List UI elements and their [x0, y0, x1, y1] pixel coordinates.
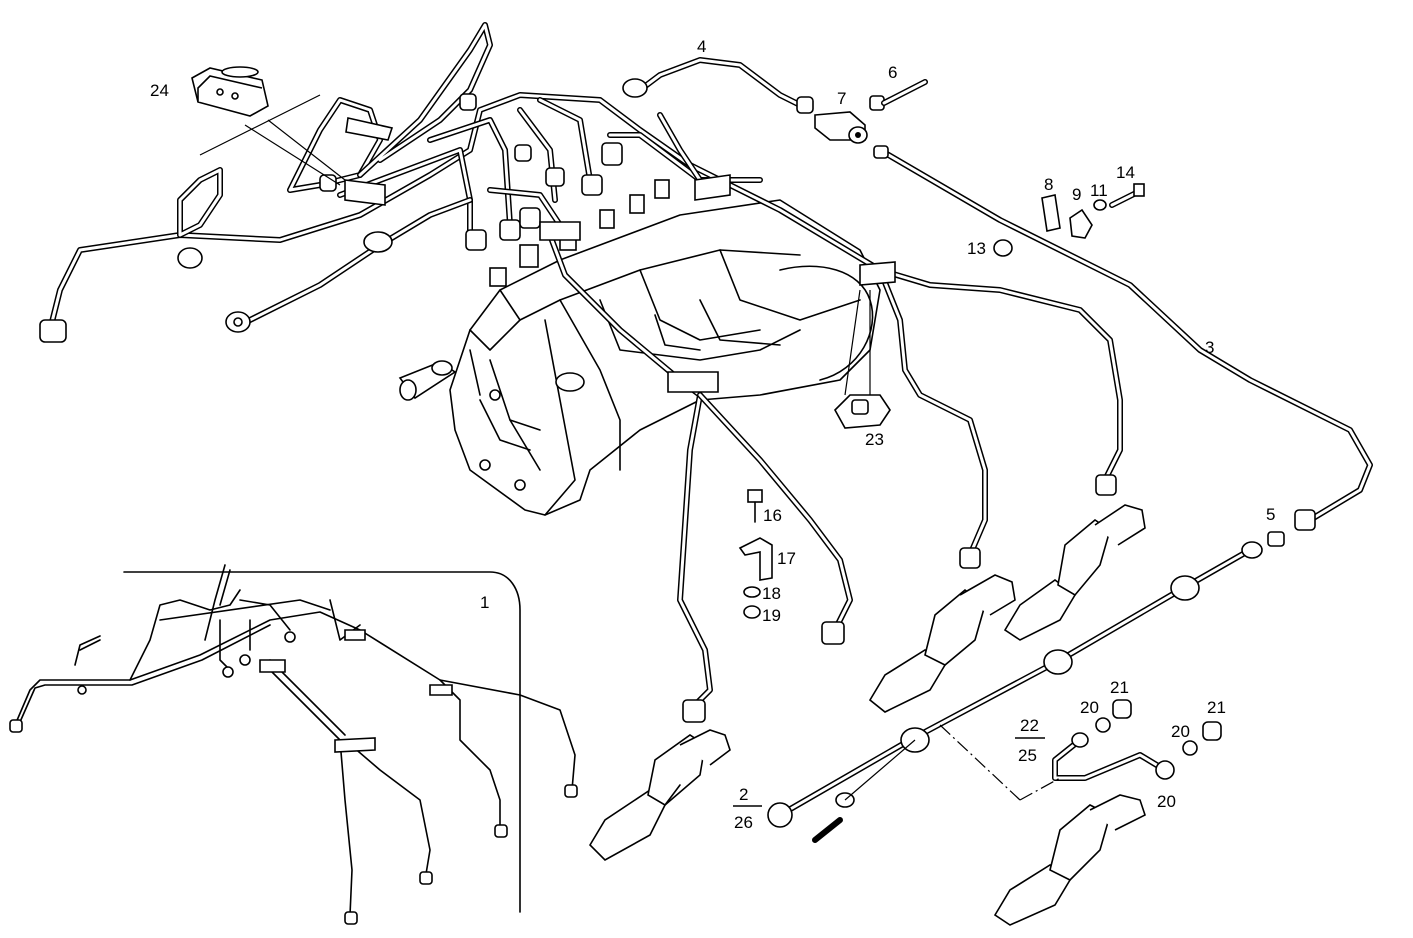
callout-21-b: 21 [1207, 698, 1226, 717]
injector-2 [868, 574, 1016, 713]
part-23-clamp [834, 289, 891, 429]
part-14-screw [1109, 183, 1145, 208]
callout-24: 24 [150, 81, 169, 100]
callout-17: 17 [777, 549, 796, 568]
callout-25-bottom: 25 [1018, 746, 1037, 765]
callout-21-a: 21 [1110, 678, 1129, 697]
callout-7: 7 [837, 89, 846, 108]
callout-6: 6 [888, 63, 897, 82]
injector-1 [588, 729, 731, 861]
callout-9: 9 [1072, 185, 1081, 204]
injector-4 [993, 794, 1146, 926]
part-11-washer [1093, 199, 1107, 211]
callout-19: 19 [762, 606, 781, 625]
callout-22-top: 22 [1020, 716, 1039, 735]
injector-3 [1003, 504, 1146, 641]
parts-20-21-seals [1095, 699, 1222, 756]
part-22-small-pipe [939, 724, 1175, 801]
part-18-washer [743, 586, 761, 598]
callout-3: 3 [1205, 338, 1214, 357]
part-7-banjo-fitting [814, 111, 868, 144]
callout-26-bottom: 26 [734, 813, 753, 832]
part-19-nut [743, 605, 761, 619]
callout-8: 8 [1044, 175, 1053, 194]
part-5-union [1267, 531, 1285, 547]
pipe-clamps [344, 117, 896, 393]
callout-4: 4 [697, 37, 706, 56]
callout-5: 5 [1266, 505, 1275, 524]
inset-pipe-set [9, 564, 578, 925]
callout-13: 13 [967, 239, 986, 258]
part-24-clamp-block [191, 66, 346, 186]
part-9-bracket [1069, 208, 1093, 239]
part-6-banjo-bolt [869, 79, 928, 111]
callout-20-a: 20 [1080, 698, 1099, 717]
callout-11: 11 [1090, 181, 1108, 200]
part-2-leakoff-line [767, 541, 1263, 843]
callout-16: 16 [763, 506, 782, 525]
callout-23: 23 [865, 430, 884, 449]
part-return-fitting [873, 145, 889, 159]
callout-18: 18 [762, 584, 781, 603]
callout-14: 14 [1116, 163, 1135, 182]
callout-labels: 1 3 4 5 6 7 8 9 11 13 14 16 17 18 19 20 … [150, 37, 1275, 832]
part-16-bolt [747, 489, 763, 523]
injection-pump [398, 179, 881, 516]
part-8-plate [1041, 194, 1061, 232]
callout-20-c: 20 [1157, 792, 1176, 811]
part-17-bracket [738, 537, 773, 581]
callout-1: 1 [480, 593, 489, 612]
callout-2-top: 2 [739, 785, 748, 804]
callout-20-b: 20 [1171, 722, 1190, 741]
part-13-nut [993, 239, 1013, 257]
pipe-fittings [39, 78, 1316, 723]
